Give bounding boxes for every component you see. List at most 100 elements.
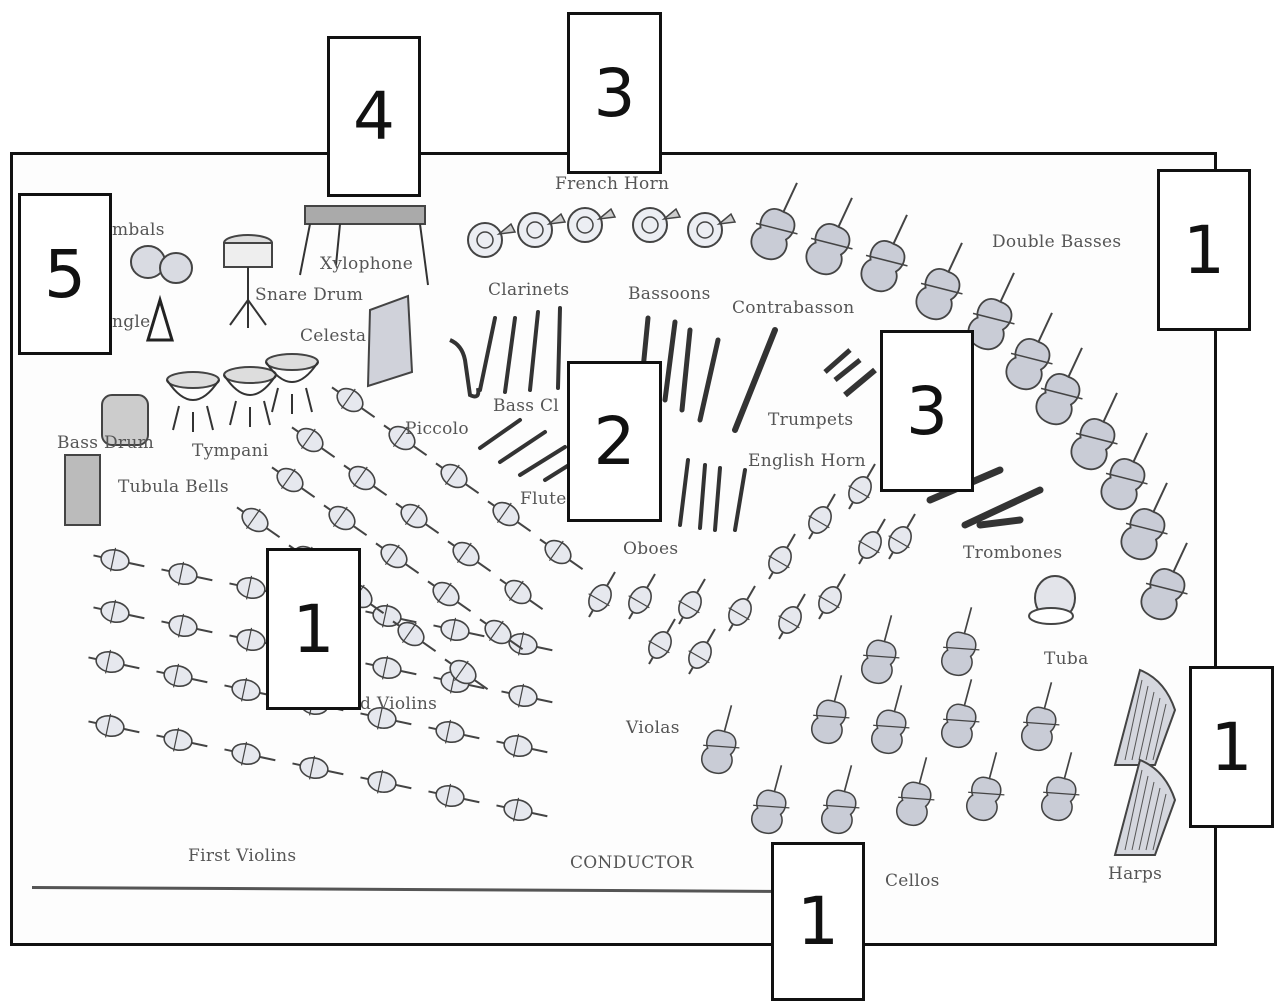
second-violin <box>533 530 589 579</box>
second-violin <box>389 494 445 543</box>
viola <box>679 623 726 680</box>
cello <box>1017 678 1070 755</box>
oboe <box>680 460 688 525</box>
label-flute: Flute <box>520 489 567 509</box>
viola <box>669 573 716 630</box>
label-tubula-bells: Tubula Bells <box>118 477 229 497</box>
snare-drum <box>224 235 272 328</box>
double-bass <box>909 234 982 326</box>
label-cellos: Cellos <box>885 871 940 891</box>
clarinet <box>505 318 515 392</box>
viola <box>579 566 626 623</box>
celesta <box>368 296 412 386</box>
number-box-second-violins: 1 <box>266 548 361 710</box>
oboe <box>700 465 705 528</box>
label-piccolo: Piccolo <box>405 419 469 439</box>
french-horns-section <box>468 208 735 257</box>
first-violin <box>431 614 487 648</box>
viola <box>769 588 816 645</box>
viola <box>799 488 846 545</box>
harp <box>1115 670 1175 765</box>
first-violin <box>499 680 555 714</box>
tympani <box>266 354 318 414</box>
label-english-horn: English Horn <box>748 451 866 471</box>
tubular-bells <box>65 455 100 525</box>
cello <box>747 761 800 838</box>
first-violin <box>159 558 215 592</box>
first-violin <box>222 738 278 772</box>
tympani <box>224 367 276 427</box>
second-violin <box>285 418 341 467</box>
first-violin <box>426 716 482 750</box>
harps-section <box>1115 670 1175 855</box>
cello <box>807 671 860 748</box>
oboe <box>735 470 745 530</box>
number-box-double-basses: 1 <box>1157 169 1251 331</box>
viola <box>639 613 686 670</box>
second-violin <box>421 572 477 621</box>
cellos-section <box>697 603 1090 838</box>
oboe <box>715 468 720 530</box>
clarinet <box>530 312 538 390</box>
number-box-trumpets: 3 <box>880 330 974 492</box>
bass-clarinet <box>450 340 478 396</box>
tuba <box>1029 576 1075 624</box>
second-violin <box>429 454 485 503</box>
second-violin <box>493 570 549 619</box>
flute <box>480 420 520 448</box>
bassoon <box>682 330 690 410</box>
first-violin <box>358 766 414 800</box>
triangle <box>148 300 172 340</box>
double-bass <box>854 206 927 298</box>
label-oboes: Oboes <box>623 539 678 559</box>
viola <box>759 528 806 585</box>
label-french-horn: French Horn <box>555 174 669 194</box>
label-clarinets: Clarinets <box>488 280 569 300</box>
cello <box>962 748 1015 825</box>
label-tympani: Tympani <box>192 441 269 461</box>
first-violin <box>494 730 550 764</box>
french-horn <box>518 213 565 247</box>
first-violin <box>159 610 215 644</box>
first-violin <box>91 544 147 578</box>
label-cymbals: mbals <box>112 220 165 240</box>
clarinet <box>480 318 495 390</box>
viola <box>719 580 766 637</box>
label-snare-drum: Snare Drum <box>255 285 363 305</box>
cello <box>1037 748 1090 825</box>
label-bassoons: Bassoons <box>628 284 711 304</box>
number-box-woodwinds: 2 <box>567 361 662 522</box>
cello <box>697 701 750 778</box>
first-violin <box>426 780 482 814</box>
number-box-percussion: 5 <box>18 193 112 355</box>
clarinet <box>558 308 560 388</box>
first-violin <box>154 724 210 758</box>
french-horn <box>568 208 615 242</box>
second-violin <box>317 496 373 545</box>
label-trombones: Trombones <box>963 543 1062 563</box>
label-conductor: CONDUCTOR <box>570 853 694 873</box>
label-harps: Harps <box>1108 864 1162 884</box>
number-box-french-horn: 3 <box>567 12 662 174</box>
first-violin <box>494 794 550 828</box>
label-tuba: Tuba <box>1044 649 1089 669</box>
tympani <box>167 372 219 432</box>
number-box-harps: 1 <box>1189 666 1274 828</box>
second-violin <box>230 498 286 547</box>
viola <box>879 508 926 565</box>
label-celesta: Celesta <box>300 326 366 346</box>
label-first-violins: First Violins <box>188 846 296 866</box>
first-violin <box>154 660 210 694</box>
first-violin <box>91 596 147 630</box>
trumpet <box>825 350 860 380</box>
second-violin <box>369 534 425 583</box>
first-violin <box>363 652 419 686</box>
french-horn <box>468 223 515 257</box>
harp <box>1115 760 1175 855</box>
trumpet <box>845 370 875 395</box>
label-triangle: ngle <box>112 312 151 332</box>
label-violas: Violas <box>626 718 680 738</box>
cello <box>857 611 910 688</box>
label-bass-drum: Bass Drum <box>57 433 154 453</box>
first-violin <box>86 710 142 744</box>
